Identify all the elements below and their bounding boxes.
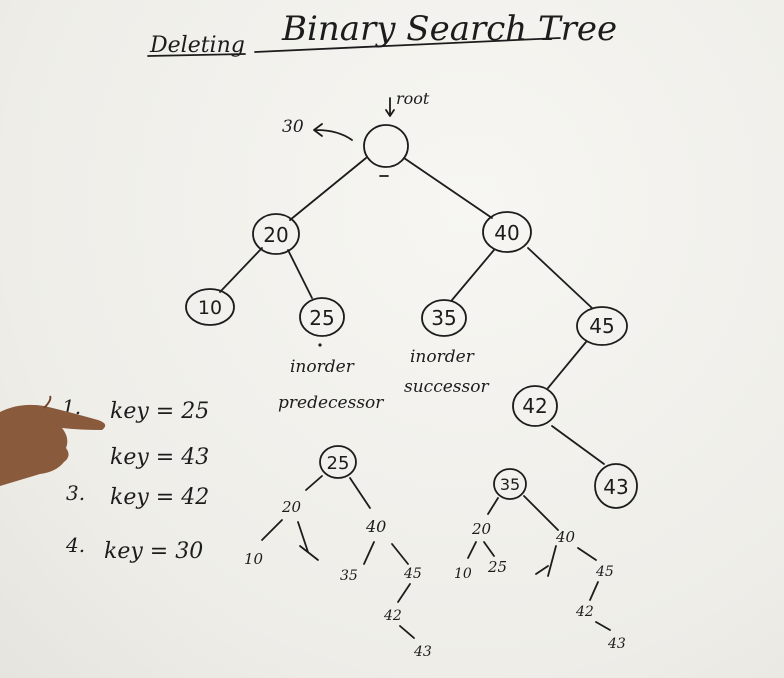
- svg-text:10: 10: [198, 297, 222, 319]
- replacement-arrow-icon: [313, 123, 353, 141]
- root-arrow-icon: [385, 97, 395, 117]
- svg-text:42: 42: [575, 604, 594, 620]
- successor-label-line1: inorder: [410, 347, 475, 367]
- svg-text:40: 40: [555, 528, 576, 546]
- key-3: key = 42: [110, 485, 209, 510]
- key-4: key = 30: [104, 539, 203, 564]
- key-list: 1. key = 25 key = 43 3. key = 42 4. key …: [62, 395, 209, 564]
- svg-text:25: 25: [487, 558, 507, 576]
- presenter-hand: [0, 395, 106, 486]
- node-25: 25: [299, 297, 345, 347]
- svg-text:43: 43: [413, 644, 432, 660]
- svg-text:35: 35: [431, 306, 456, 330]
- node-40: 40: [482, 211, 532, 253]
- svg-text:10: 10: [454, 566, 472, 582]
- node-10: 10: [185, 288, 235, 326]
- svg-text:45: 45: [403, 566, 422, 582]
- svg-text:35: 35: [500, 475, 520, 494]
- predecessor-label-line1: inorder: [290, 357, 355, 377]
- title-underline-2: [254, 37, 561, 53]
- root-replacement-value: 30: [282, 117, 304, 137]
- key-4-number: 4.: [65, 533, 85, 557]
- main-tree-edges: [219, 157, 605, 465]
- node-45: 45: [576, 306, 628, 346]
- node-42: 42: [512, 385, 558, 427]
- svg-text:25: 25: [309, 306, 334, 330]
- svg-text:42: 42: [522, 394, 547, 418]
- successor-label-line2: successor: [404, 377, 489, 397]
- tree-b: 35 20 40 10 25 45 42 43: [454, 468, 626, 652]
- key-1: key = 25: [110, 399, 209, 424]
- predecessor-label-line2: predecessor: [278, 393, 384, 413]
- svg-text:10: 10: [244, 550, 264, 568]
- svg-text:45: 45: [595, 564, 614, 580]
- svg-text:43: 43: [603, 475, 628, 499]
- svg-text:35: 35: [340, 568, 358, 584]
- svg-text:45: 45: [589, 314, 614, 338]
- svg-text:42: 42: [383, 608, 402, 624]
- root-label: root: [396, 89, 430, 108]
- svg-text:40: 40: [494, 221, 519, 245]
- svg-text:20: 20: [471, 520, 492, 538]
- svg-text:43: 43: [607, 636, 626, 652]
- key-3-number: 3.: [66, 481, 85, 505]
- tree-a: 25 20 40 10 35 45 42 43: [244, 445, 432, 660]
- node-43: 43: [594, 463, 638, 509]
- svg-text:25: 25: [327, 453, 350, 474]
- key-2: key = 43: [110, 445, 209, 470]
- node-root: [363, 124, 409, 177]
- title-underline-1: [147, 53, 246, 57]
- svg-text:20: 20: [263, 223, 288, 247]
- node-20: 20: [252, 213, 300, 255]
- svg-text:40: 40: [365, 517, 386, 536]
- node-35: 35: [421, 299, 467, 337]
- svg-text:20: 20: [281, 498, 302, 516]
